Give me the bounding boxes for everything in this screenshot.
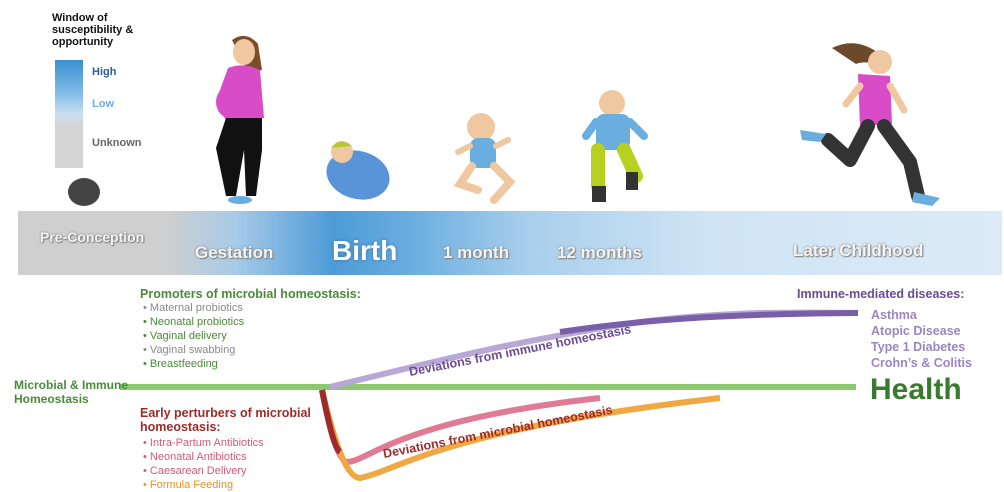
immune-diseases-heading: Immune-mediated diseases:: [797, 287, 964, 301]
standing-toddler-figure: [586, 90, 644, 202]
immune-curve-label: Deviations from immune homeostasis: [408, 322, 632, 379]
perturbers-list: • Intra-Partum Antibiotics • Neonatal An…: [143, 436, 264, 492]
perturber-item: • Neonatal Antibiotics: [143, 450, 264, 464]
promoters-heading: Promoters of microbial homeostasis:: [140, 287, 361, 301]
pregnant-woman-figure: [216, 36, 264, 204]
immune-disease-item: Type 1 Diabetes: [871, 339, 972, 355]
homeostasis-label: Microbial & Immune Homeostasis: [14, 378, 144, 406]
running-child-figure: [800, 43, 940, 206]
immune-disease-item: Asthma: [871, 307, 972, 323]
promoter-item: • Neonatal probiotics: [143, 315, 244, 329]
promoter-item: • Vaginal swabbing: [143, 343, 244, 357]
promoter-item: • Maternal probiotics: [143, 301, 244, 315]
sitting-baby-figure: [458, 113, 510, 200]
immune-disease-item: Crohn’s & Colitis: [871, 355, 972, 371]
promoter-item: • Breastfeeding: [143, 357, 244, 371]
promoters-list: • Maternal probiotics • Neonatal probiot…: [143, 301, 244, 371]
swaddled-newborn-figure: [321, 141, 395, 206]
immune-diseases-list: Asthma Atopic Disease Type 1 Diabetes Cr…: [871, 307, 972, 371]
perturber-item: • Caesarean Delivery: [143, 464, 264, 478]
health-label: Health: [870, 373, 962, 407]
perturber-item: • Intra-Partum Antibiotics: [143, 436, 264, 450]
immune-disease-item: Atopic Disease: [871, 323, 972, 339]
promoter-item: • Vaginal delivery: [143, 329, 244, 343]
microbial-deviation-curve-dark: [322, 390, 340, 452]
perturbers-heading: Early perturbers of microbial homeostasi…: [140, 406, 320, 434]
